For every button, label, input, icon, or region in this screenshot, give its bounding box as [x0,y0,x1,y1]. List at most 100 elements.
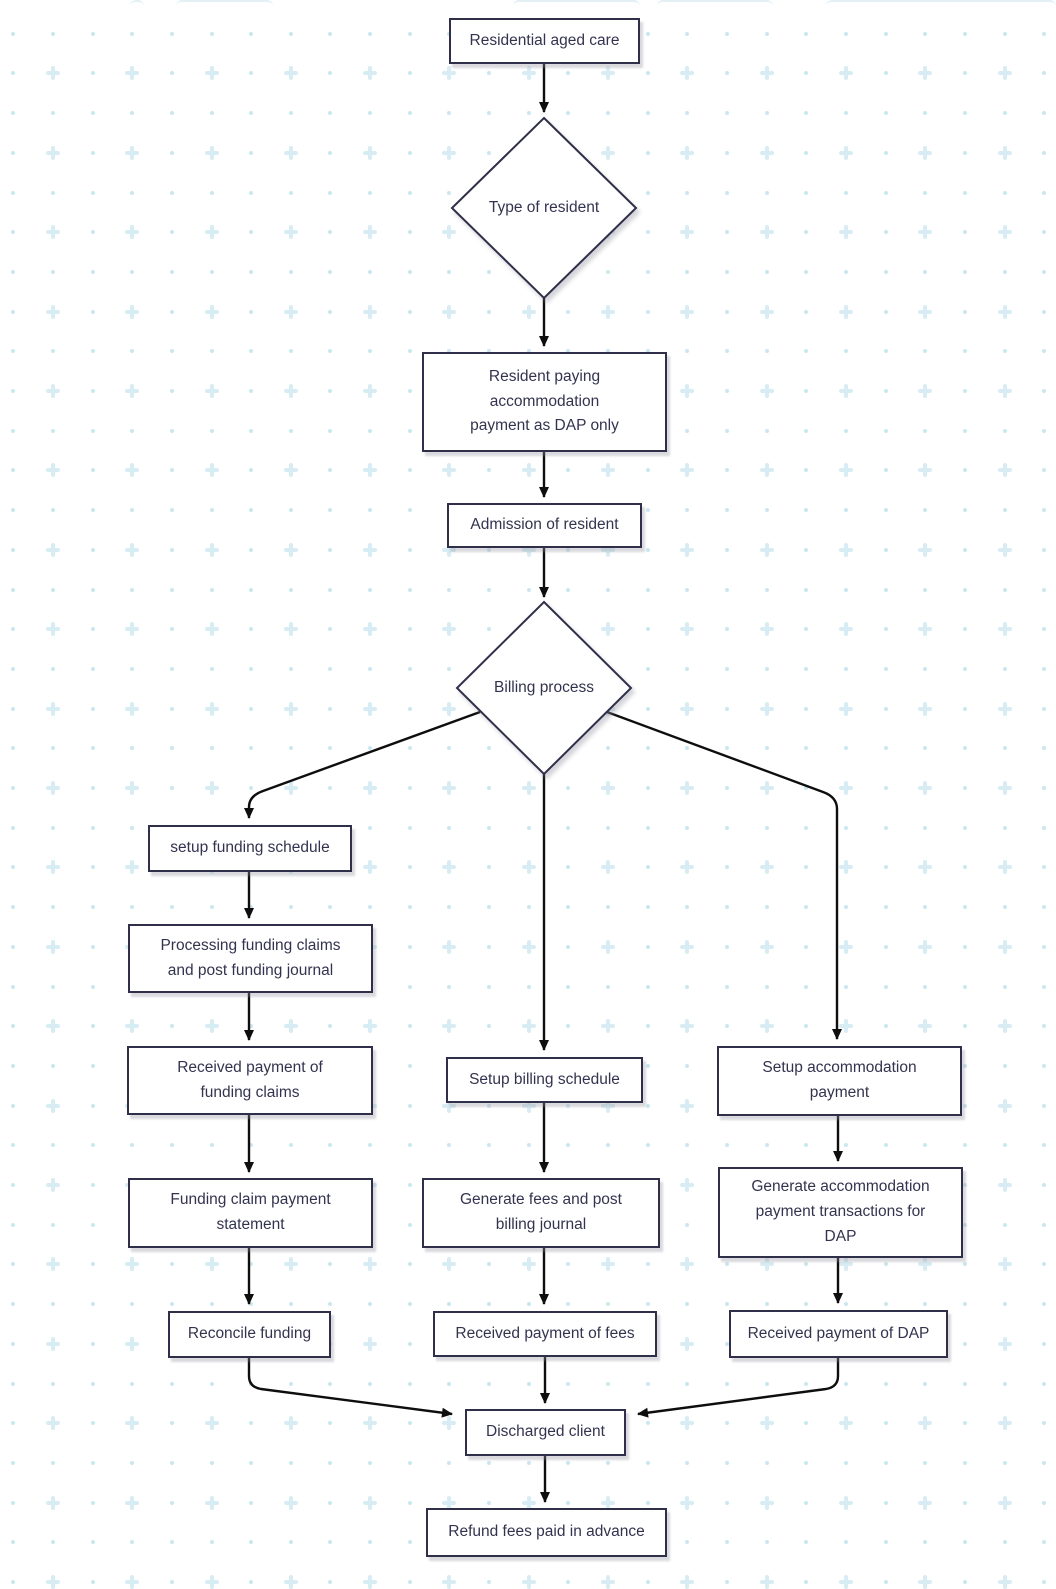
pattern-plus [839,622,854,637]
pattern-plus [204,1019,219,1034]
pattern-dot [645,1262,650,1267]
pattern-plus [680,1495,695,1510]
pattern-dot [328,309,333,314]
pattern-dot [883,786,888,790]
pattern-dot [407,71,412,76]
pattern-dot [209,587,214,592]
pattern-dot [606,1302,611,1307]
pattern-dot [566,944,571,949]
pattern-dot [368,666,373,671]
pattern-dot [804,865,809,870]
pattern-dot [764,1302,769,1307]
pattern-dot [566,1580,571,1584]
node-admission-of-resident: Admission of resident [447,503,642,548]
pattern-dot [11,825,16,830]
pattern-dot [328,150,333,155]
pattern-dot [645,71,650,76]
pattern-dot [804,150,809,155]
pattern-dot [407,1183,412,1187]
pattern-dot [169,1540,174,1545]
pattern-dot [923,984,928,989]
pattern-dot [1042,587,1047,592]
pattern-dot [11,389,16,393]
pattern-dot [883,269,888,274]
pattern-dot [685,508,690,513]
pattern-plus [759,701,774,716]
pattern-dot [963,1143,968,1148]
pattern-dot [606,269,611,274]
pattern-plus [363,860,378,875]
pattern-dot [11,309,16,314]
pattern-plus [839,1416,854,1431]
pattern-dot [407,627,412,632]
pattern-plus [363,1575,378,1589]
pattern-dot [169,1500,174,1505]
pattern-dot [963,1460,968,1465]
pattern-dot [804,190,809,195]
pattern-dot [725,825,730,830]
pattern-dot [963,468,968,473]
pattern-dot [963,71,968,76]
node-setup-funding-schedule: setup funding schedule [148,825,352,872]
pattern-dot [50,1540,55,1545]
pattern-dot [328,627,333,632]
pattern-dot [1002,1302,1007,1307]
pattern-dot [645,1024,650,1029]
pattern-dot [963,1024,968,1029]
pattern-dot [288,428,293,433]
pattern-plus [918,225,933,240]
pattern-dot [11,150,16,155]
pattern-dot [645,1381,650,1386]
pattern-dot [209,1460,214,1465]
pattern-dot [407,706,412,711]
pattern-dot [844,1381,849,1386]
pattern-dot [1002,666,1007,671]
pattern-dot [288,1143,293,1148]
pattern-dot [90,547,95,552]
pattern-dot [11,31,16,36]
pattern-dot [249,349,254,354]
pattern-dot [11,1103,16,1108]
pattern-dot [90,31,95,36]
pattern-dot [407,269,412,274]
pattern-plus [204,384,219,398]
pattern-plus [45,463,60,478]
pattern-plus [601,463,616,478]
pattern-plus [125,1495,140,1510]
pattern-dot [407,1103,412,1108]
pattern-dot [685,1540,690,1545]
pattern-dot [11,349,16,354]
pattern-dot [169,706,174,711]
pattern-plus [283,463,298,478]
pattern-dot [328,547,333,552]
cutoff-card-edge [826,0,1056,6]
pattern-dot [923,31,928,36]
pattern-dot [645,230,650,235]
pattern-dot [725,269,730,274]
pattern-dot [288,587,293,592]
pattern-dot [90,1143,95,1148]
pattern-dot [764,984,769,989]
pattern-dot [130,746,135,751]
pattern-plus [918,304,933,319]
pattern-plus [283,1019,298,1034]
pattern-dot [804,706,809,711]
pattern-dot [844,825,849,830]
pattern-dot [764,31,769,36]
pattern-dot [725,984,730,989]
pattern-dot [1042,627,1047,632]
pattern-plus [997,1575,1012,1589]
pattern-plus [918,860,933,875]
pattern-dot [685,984,690,989]
pattern-plus [363,304,378,319]
pattern-plus [997,622,1012,637]
pattern-plus [45,622,60,637]
pattern-dot [963,190,968,195]
pattern-dot [407,389,412,393]
pattern-dot [487,1143,492,1148]
pattern-dot [764,111,769,116]
pattern-dot [804,1540,809,1545]
pattern-dot [328,905,333,910]
pattern-dot [447,1302,452,1307]
pattern-plus [45,66,60,81]
